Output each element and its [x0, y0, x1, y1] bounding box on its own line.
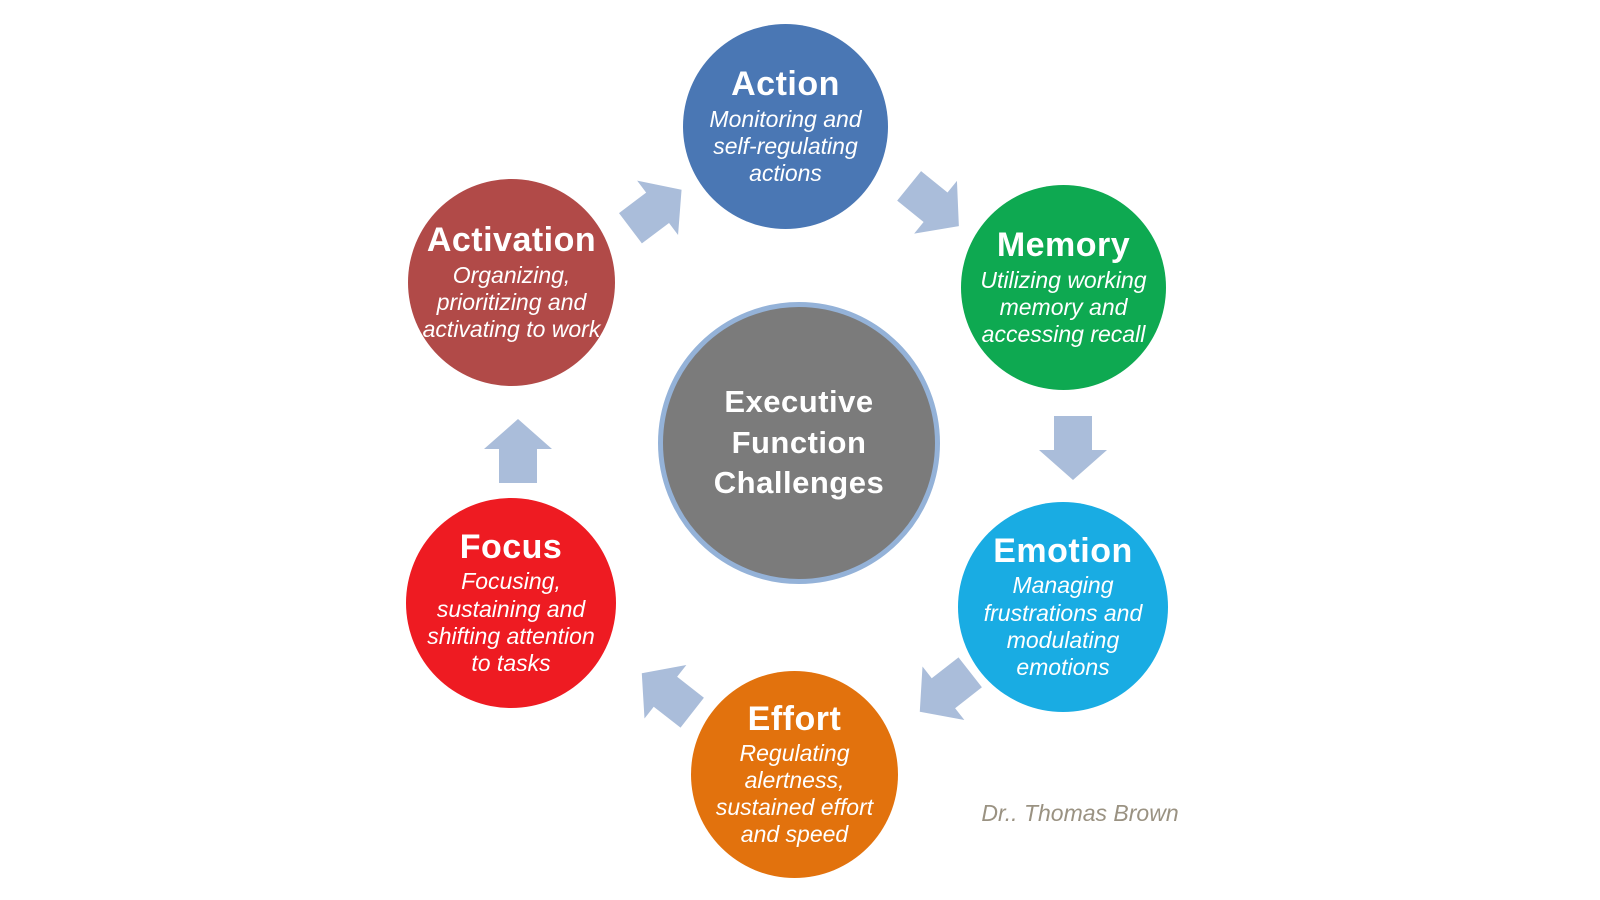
node-activation-description: Organizing, prioritizing and activating …: [422, 261, 601, 342]
node-memory-title: Memory: [996, 226, 1131, 265]
node-emotion-description: Managing frustrations and modulating emo…: [983, 572, 1143, 680]
node-action-circle: Action Monitoring and self-regulating ac…: [683, 24, 888, 229]
arrow-focus-to-activation-icon: [484, 419, 552, 483]
node-focus-title: Focus: [459, 528, 563, 567]
node-effort-description: Regulating alertness, sustained effort a…: [715, 739, 874, 848]
arrow-emotion-to-effort-icon: [919, 657, 982, 721]
node-focus-circle: Focus Focusing, sustaining and shifting …: [406, 498, 616, 708]
node-memory-description: Utilizing working memory and accessing r…: [980, 266, 1147, 347]
arrow-activation-to-action-icon: [619, 180, 682, 244]
node-action-description: Monitoring and self-regulating actions: [709, 105, 862, 186]
node-memory-circle: Memory Utilizing working memory and acce…: [961, 185, 1166, 390]
attribution-text: Dr.. Thomas Brown: [981, 800, 1179, 826]
node-emotion-circle: Emotion Managing frustrations and modula…: [958, 502, 1168, 712]
node-action-title: Action: [731, 65, 840, 104]
node-focus-description: Focusing, sustaining and shifting attent…: [427, 568, 595, 676]
center-circle: Executive Function Challenges: [658, 302, 940, 584]
node-effort-circle: Effort Regulating alertness, sustained e…: [691, 671, 898, 878]
node-activation-circle: Activation Organizing, prioritizing and …: [408, 179, 615, 386]
node-activation-title: Activation: [426, 221, 597, 260]
arrow-effort-to-focus-icon: [641, 664, 704, 728]
node-emotion-title: Emotion: [993, 532, 1133, 571]
arrow-action-to-memory-icon: [897, 171, 959, 234]
node-effort-title: Effort: [747, 699, 842, 738]
center-title: Executive Function Challenges: [713, 383, 885, 501]
arrow-memory-to-emotion-icon: [1039, 416, 1107, 480]
